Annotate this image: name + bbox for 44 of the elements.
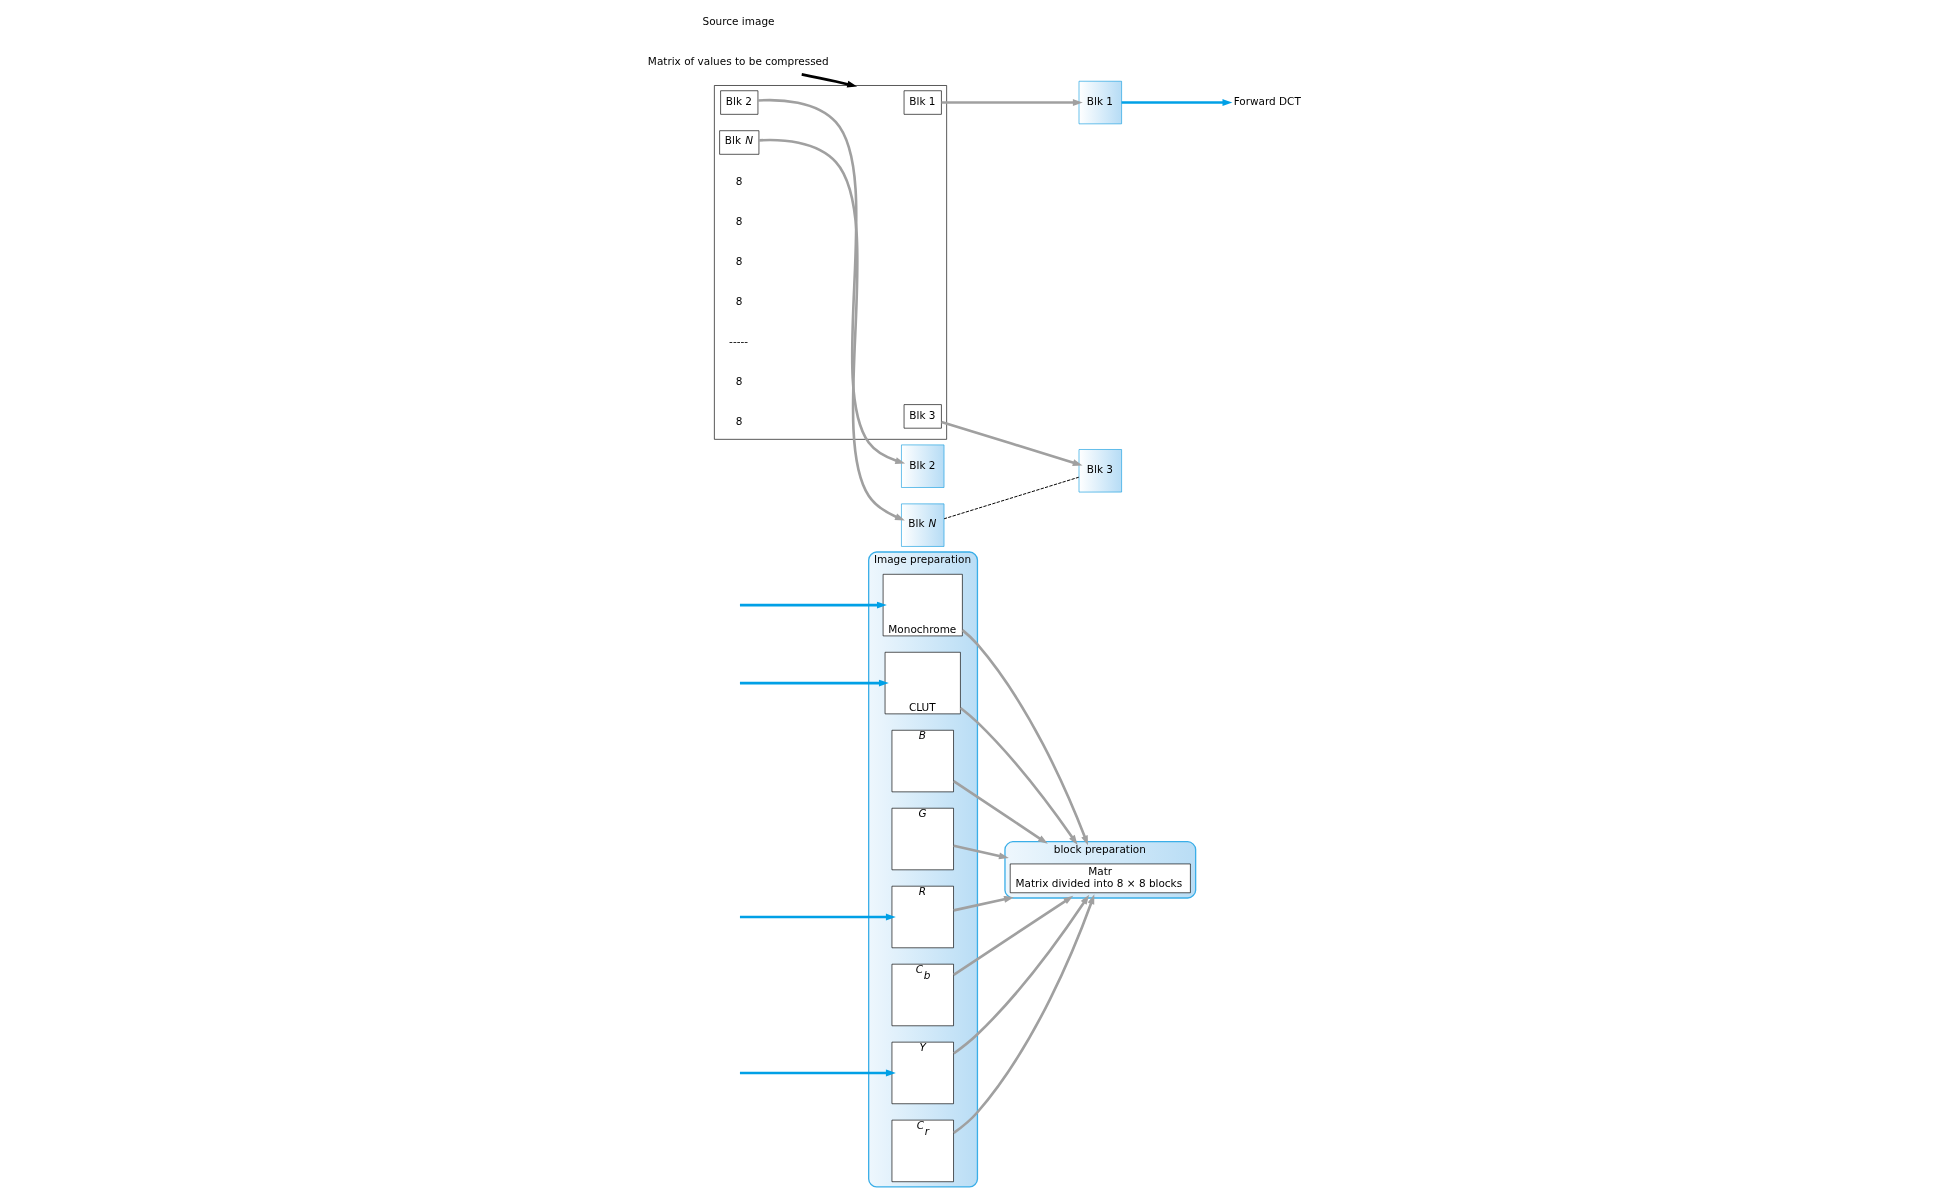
node-box: Blk 2 — [719, 90, 758, 115]
arrow — [952, 894, 1094, 1134]
arrow — [800, 73, 857, 88]
arrow — [952, 780, 1048, 844]
node-box: Blk 2 — [900, 444, 944, 488]
node-box: Y — [891, 1041, 954, 1105]
label: 8 — [735, 294, 742, 307]
node-box: Blk 3 — [1078, 449, 1122, 493]
arrow — [952, 844, 1009, 860]
arrow — [1121, 99, 1232, 106]
node-box: Blk N — [718, 130, 759, 155]
arrow — [959, 706, 1078, 845]
label: 8 — [735, 214, 742, 227]
label: 8 — [735, 174, 742, 187]
node-box: B — [891, 729, 954, 793]
arrow — [940, 99, 1083, 106]
node-text: Matrix of values to be compressed — [647, 55, 829, 68]
arrow — [739, 1069, 896, 1077]
node-box: R — [891, 885, 954, 949]
cluster — [713, 85, 947, 440]
label: 8 — [735, 374, 742, 387]
connector — [943, 476, 1079, 520]
node-box: Monochrome — [882, 573, 963, 637]
arrow — [739, 679, 889, 687]
node-box: Blk 1 — [1078, 80, 1122, 125]
arrow — [952, 895, 1073, 976]
node-text: Forward DCT — [1233, 95, 1301, 108]
label: 8 — [735, 254, 742, 267]
node-box: Matr Matrix divided into 8 × 8 blocks — [1009, 863, 1191, 894]
label: ----- — [728, 334, 748, 347]
arrow — [961, 629, 1088, 846]
arrow — [952, 894, 1089, 1055]
arrow — [739, 913, 896, 921]
label: 8 — [735, 414, 742, 427]
arrow — [757, 98, 905, 464]
node-box: Blk N — [900, 503, 944, 547]
node-box: Blk 3 — [903, 404, 942, 429]
arrow — [940, 420, 1083, 466]
label: Source image — [702, 15, 774, 28]
node-box: G — [891, 807, 954, 871]
arrow — [758, 138, 905, 521]
node-box: Blk 1 — [903, 90, 942, 115]
node-box: CLUT — [884, 651, 961, 715]
arrow — [739, 601, 887, 609]
